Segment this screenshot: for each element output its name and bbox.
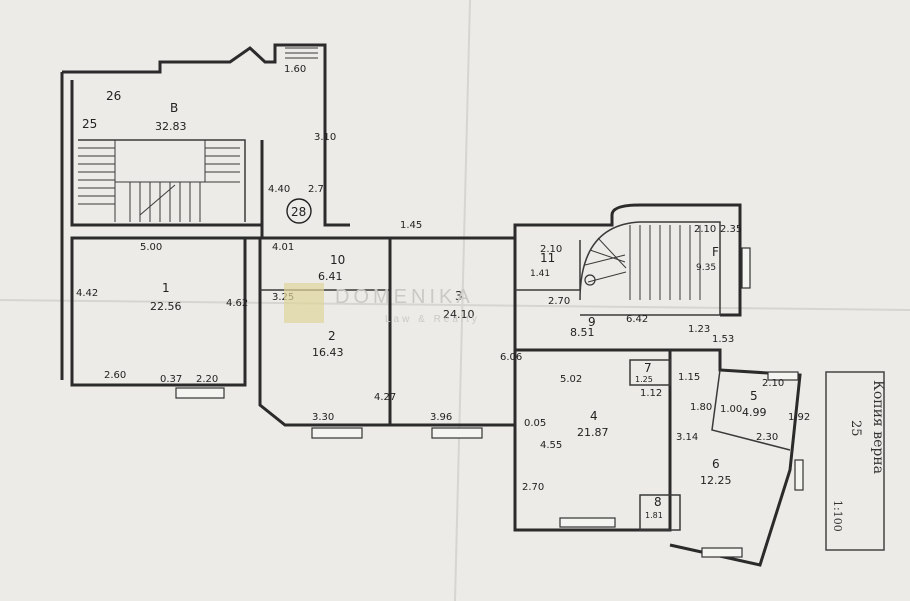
watermark-tagline: Law & Realty	[385, 314, 480, 325]
room-number: 11	[540, 251, 555, 265]
dimension: 2.70	[522, 482, 544, 493]
room-area: 4.99	[742, 406, 767, 419]
dimension: 2.35	[720, 224, 742, 235]
dimension: 3.96	[430, 412, 452, 423]
room-area: 12.25	[700, 474, 732, 487]
dimension: 1.45	[400, 220, 422, 231]
dimension-labels: 1.60 3.10 4.40 2.7 1.45 5.00 4.42 4.62 2…	[76, 64, 810, 493]
corridor-wall	[260, 215, 614, 240]
dimension: 4.27	[374, 392, 396, 403]
paper-fold	[454, 0, 471, 601]
dimension: 4.01	[272, 242, 294, 253]
room-number: 8	[654, 495, 662, 509]
dimension: 5.00	[140, 242, 162, 253]
room-number: 6	[712, 457, 720, 471]
dimension: 1.92	[788, 412, 810, 423]
room-number: 10	[330, 253, 345, 267]
room-area: 6.41	[318, 270, 343, 283]
room-number: 3	[455, 289, 463, 303]
dimension: 2.7	[308, 184, 324, 195]
dimension: 3.10	[314, 132, 336, 143]
room-labels: 1 22.56 2 16.43 3 24.10 4 21.87 5 4.99 6…	[150, 245, 767, 520]
stair-label: B	[170, 101, 178, 115]
stair-tag: 26	[106, 89, 121, 103]
dimension: 4.55	[540, 440, 562, 451]
dimension: 2.20	[196, 374, 218, 385]
dimension: 2.30	[756, 432, 778, 443]
room-area: 1.81	[645, 511, 663, 520]
dimension: 4.62	[226, 298, 248, 309]
dimension: 2.10	[694, 224, 716, 235]
dimension: 6.42	[626, 314, 648, 325]
marker-label: 28	[291, 205, 306, 219]
dimension: 6.06	[500, 352, 522, 363]
room-area: 1.25	[635, 375, 653, 384]
dimension: 1.60	[284, 64, 306, 75]
dimension: 1.00	[720, 404, 742, 415]
stair-tag: 25	[82, 117, 97, 131]
room-walls	[70, 203, 802, 567]
room-number: 9	[588, 315, 596, 329]
stair-area: 32.83	[155, 120, 187, 133]
dimension: 2.60	[104, 370, 126, 381]
dimension: 3.30	[312, 412, 334, 423]
dimension: 4.40	[268, 184, 290, 195]
dimension: 1.80	[690, 402, 712, 413]
room-number: F	[712, 245, 719, 259]
room-number: 2	[328, 329, 336, 343]
room-area: 1.41	[530, 269, 550, 279]
room-area: 9.35	[696, 263, 716, 273]
stamp-line-3: 1:100	[831, 500, 844, 532]
certification-stamp: Копия верна 25 1:100	[825, 371, 886, 551]
dimension: 3.25	[272, 292, 294, 303]
room-area: 8.51	[570, 326, 595, 339]
dimension: 1.23	[688, 324, 710, 335]
dimension: 0.37	[160, 374, 182, 385]
watermark-logo-icon	[284, 283, 324, 323]
marker-circle	[286, 198, 312, 224]
dimension: 4.42	[76, 288, 98, 299]
dimension: 1.15	[678, 372, 700, 383]
room-number: 1	[162, 281, 170, 295]
room-area: 22.56	[150, 300, 182, 313]
paper-fold	[0, 299, 910, 311]
stamp-line-1: Копия верна	[870, 380, 886, 474]
stairwell-b: B 32.83 26 25	[60, 43, 350, 380]
windows	[175, 247, 804, 558]
dimension: 2.10	[540, 244, 562, 255]
watermark: DOMENIKA Law & Realty	[284, 283, 480, 325]
dimension: 3.14	[676, 432, 698, 443]
dimension: 5.02	[560, 374, 582, 385]
watermark-brand: DOMENIKA	[335, 286, 474, 308]
room-area: 24.10	[443, 308, 475, 321]
stamp-line-2: 25	[848, 420, 863, 437]
dimension: 1.53	[712, 334, 734, 345]
dimension: 0.05	[524, 418, 546, 429]
dimension: 2.10	[762, 378, 784, 389]
dimension: 2.70	[548, 296, 570, 307]
dimension: 1.12	[640, 388, 662, 399]
room-area: 21.87	[577, 426, 609, 439]
room-number: 5	[750, 389, 758, 403]
room-number: 7	[644, 361, 652, 375]
room-area: 16.43	[312, 346, 344, 359]
room-number: 4	[590, 409, 598, 423]
